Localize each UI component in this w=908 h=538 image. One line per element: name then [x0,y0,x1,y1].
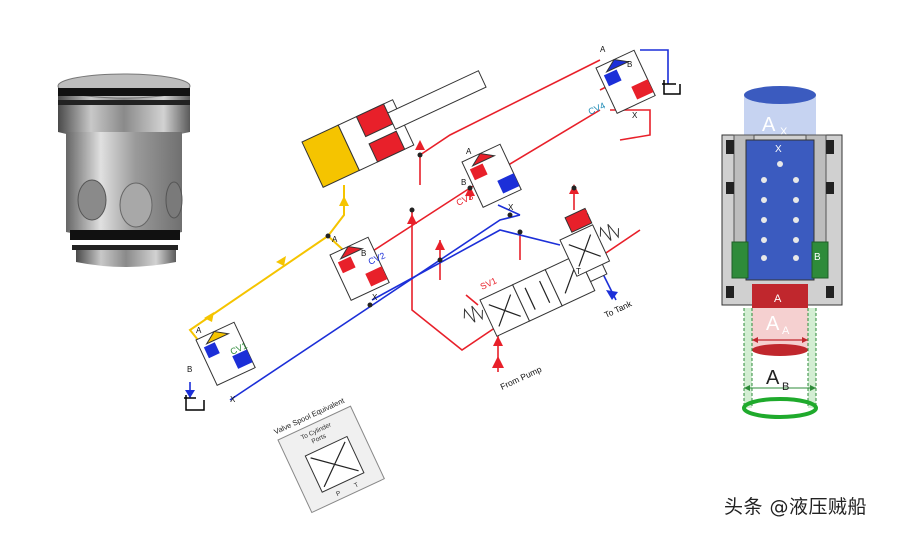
hydraulic-cylinder [301,70,487,188]
cv4-symbol [595,49,656,114]
cv4-label: CV4 [587,100,607,116]
spool-port-p: P [335,490,342,498]
flow-arrows [185,140,618,398]
ax-sub: X [780,126,788,138]
to-tank-label: To Tank [603,298,634,320]
ab-sub: B [782,381,789,393]
spool-equivalent: Valve Spool Equivalent To Cylinder Ports… [273,395,385,514]
cv3-symbol [461,143,522,208]
ax-label: A [762,114,776,136]
cv2-symbol [329,236,390,301]
cv1-port-b: B [187,365,192,374]
cv2-port-x: X [372,293,378,302]
cv4-port-b: B [627,60,632,69]
cv4-port-a: A [600,45,606,54]
aa-sub: A [782,325,790,337]
cv2-port-b: B [361,249,366,258]
watermark-text: 头条 @液压贼船 [724,496,868,518]
sv2-valve [559,207,619,277]
aa-label: A [766,313,780,335]
junction-dots [325,152,577,308]
sv1-valve [463,253,608,337]
cv2-port-a: A [332,235,338,244]
tank-symbol [184,80,681,411]
cv3-port-a: A [466,147,472,156]
cv1-port-a: A [196,326,202,335]
b-mark: B [814,252,821,263]
cv4-port-x: X [632,111,638,120]
a-mark: A [774,293,782,305]
cartridge-valve-image [57,73,191,267]
spool-port-t: T [353,482,360,490]
cv1-port-x: X [230,395,236,404]
cv3-port-x: X [508,203,514,212]
ab-label: A [766,367,780,389]
x-mark: X [775,144,782,155]
cartridge-cross-section: A X X B A [721,86,843,419]
sv1-label: SV1 [479,276,499,292]
cv1-symbol [195,321,256,386]
yellow-lines [188,185,353,341]
cv3-port-b: B [461,178,466,187]
sv1-port-t: T [576,267,581,276]
from-pump-label: From Pump [499,364,544,392]
